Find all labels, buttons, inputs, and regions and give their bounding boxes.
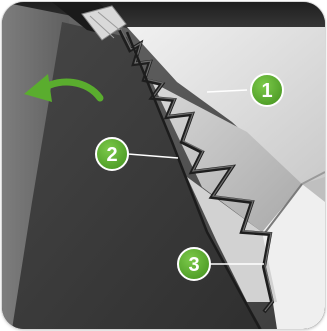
instruction-figure: 1 2 3 bbox=[2, 2, 325, 329]
callout-1-label: 1 bbox=[261, 80, 272, 102]
callout-1: 1 bbox=[251, 74, 283, 106]
callout-3: 3 bbox=[178, 248, 210, 280]
callout-2-label: 2 bbox=[106, 144, 117, 166]
callout-2: 2 bbox=[96, 138, 128, 170]
figure-illustration: 1 2 3 bbox=[2, 2, 325, 329]
callout-3-label: 3 bbox=[188, 254, 199, 276]
